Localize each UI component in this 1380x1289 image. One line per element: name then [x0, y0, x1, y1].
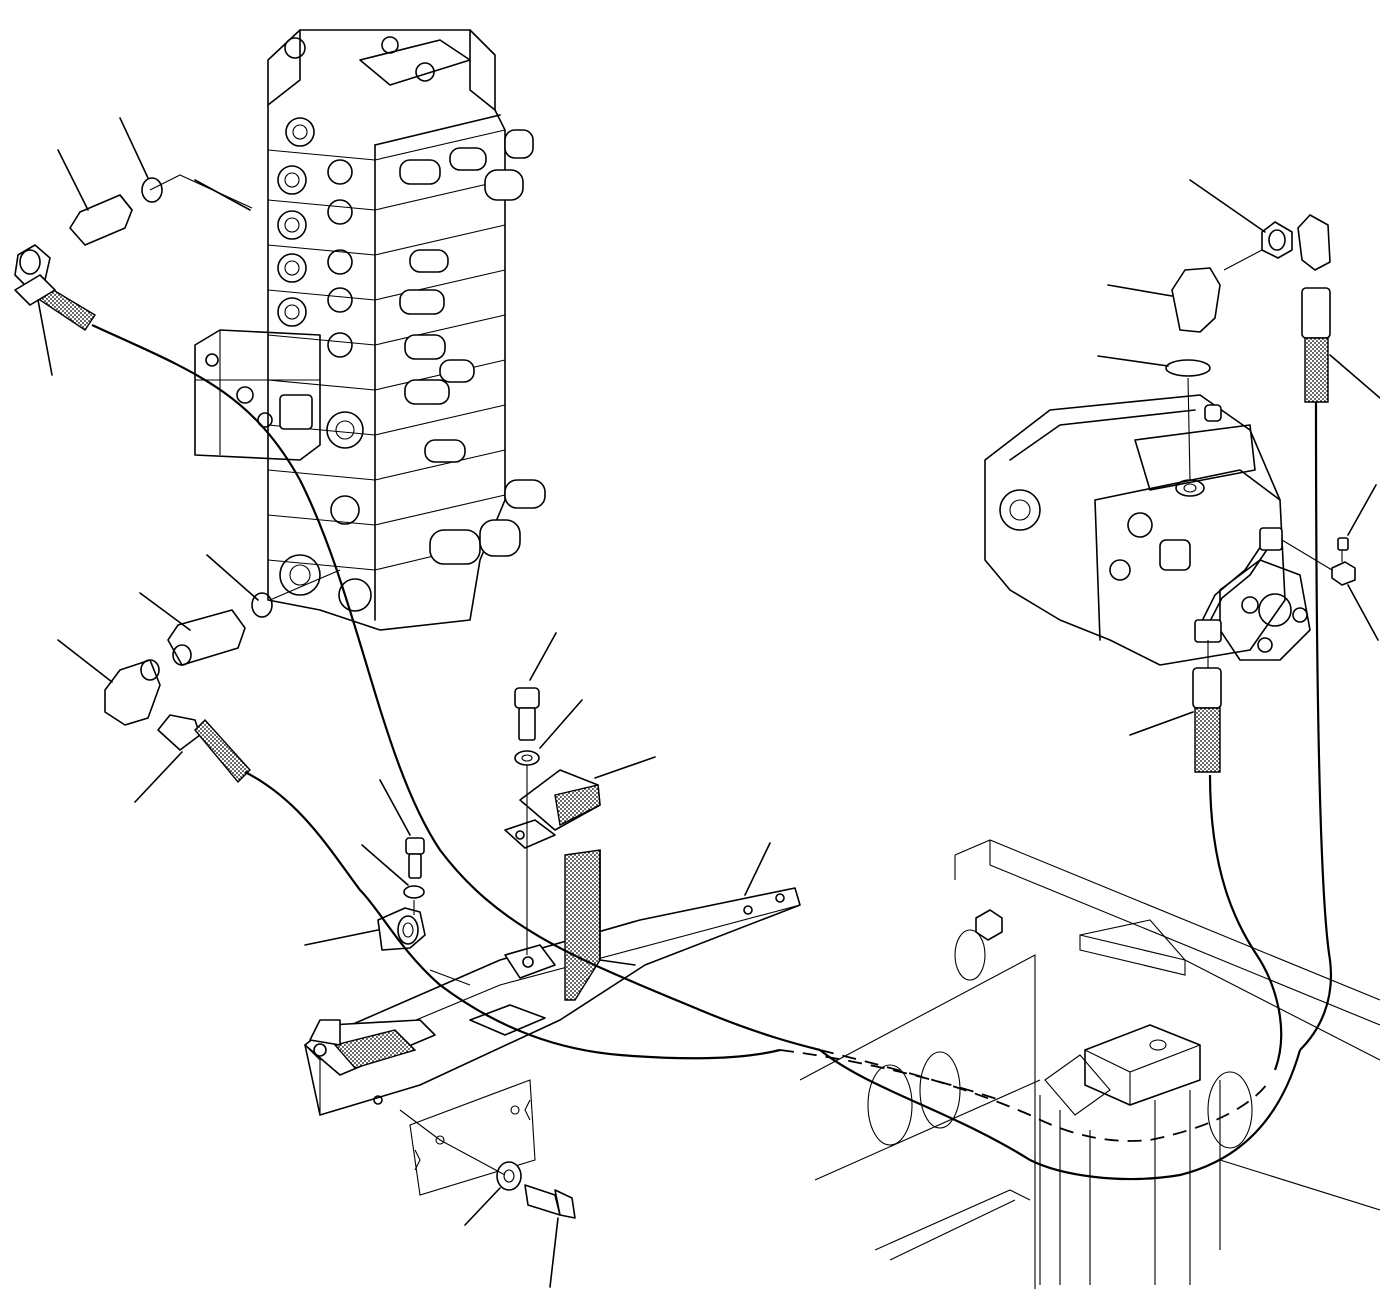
leader-line — [1098, 356, 1168, 366]
machine-frame — [800, 840, 1380, 1289]
leader-line — [745, 843, 770, 895]
leader-line — [530, 633, 556, 680]
leader-line — [380, 780, 410, 835]
leader-line — [540, 700, 582, 748]
alignment-lines — [150, 175, 1342, 1175]
clamp-bolt — [515, 688, 539, 765]
leader-line — [140, 593, 190, 630]
leader-line — [305, 930, 378, 945]
leader-line — [1330, 355, 1380, 398]
leader-line — [207, 555, 258, 600]
mid-left-fittings — [105, 593, 272, 782]
leader-line — [58, 150, 88, 210]
leader-line — [595, 757, 655, 778]
hoses — [92, 325, 1331, 1179]
callout-leader-lines — [38, 118, 1380, 1287]
leader-line — [362, 845, 408, 885]
valve-side-manifold — [195, 330, 320, 460]
hose-clamp — [505, 770, 600, 848]
valve-ports — [278, 118, 371, 611]
leader-line — [550, 1218, 558, 1287]
hose-collar — [378, 908, 425, 950]
leader-line — [1348, 585, 1378, 640]
leader-line — [120, 118, 148, 178]
lower-washer-and-bolt — [497, 1162, 575, 1218]
leader-line — [1130, 712, 1193, 735]
hose-bracket-assembly — [305, 850, 800, 1195]
right-fittings — [1166, 215, 1355, 772]
gear-pump — [1220, 560, 1310, 660]
valve-spools-right — [400, 130, 545, 564]
leader-line — [1190, 180, 1265, 232]
mount-bolt-left — [404, 838, 424, 898]
leader-line — [1108, 285, 1172, 296]
leader-line — [1348, 485, 1376, 535]
leader-line — [38, 300, 52, 375]
leader-line — [135, 752, 182, 802]
upper-left-fittings — [15, 178, 162, 330]
control-valve-block — [195, 30, 545, 630]
leader-line — [465, 1188, 500, 1225]
leader-line — [195, 180, 250, 210]
hydraulic-pump — [985, 395, 1310, 665]
leader-line — [58, 640, 112, 682]
valve-sections — [268, 130, 505, 570]
